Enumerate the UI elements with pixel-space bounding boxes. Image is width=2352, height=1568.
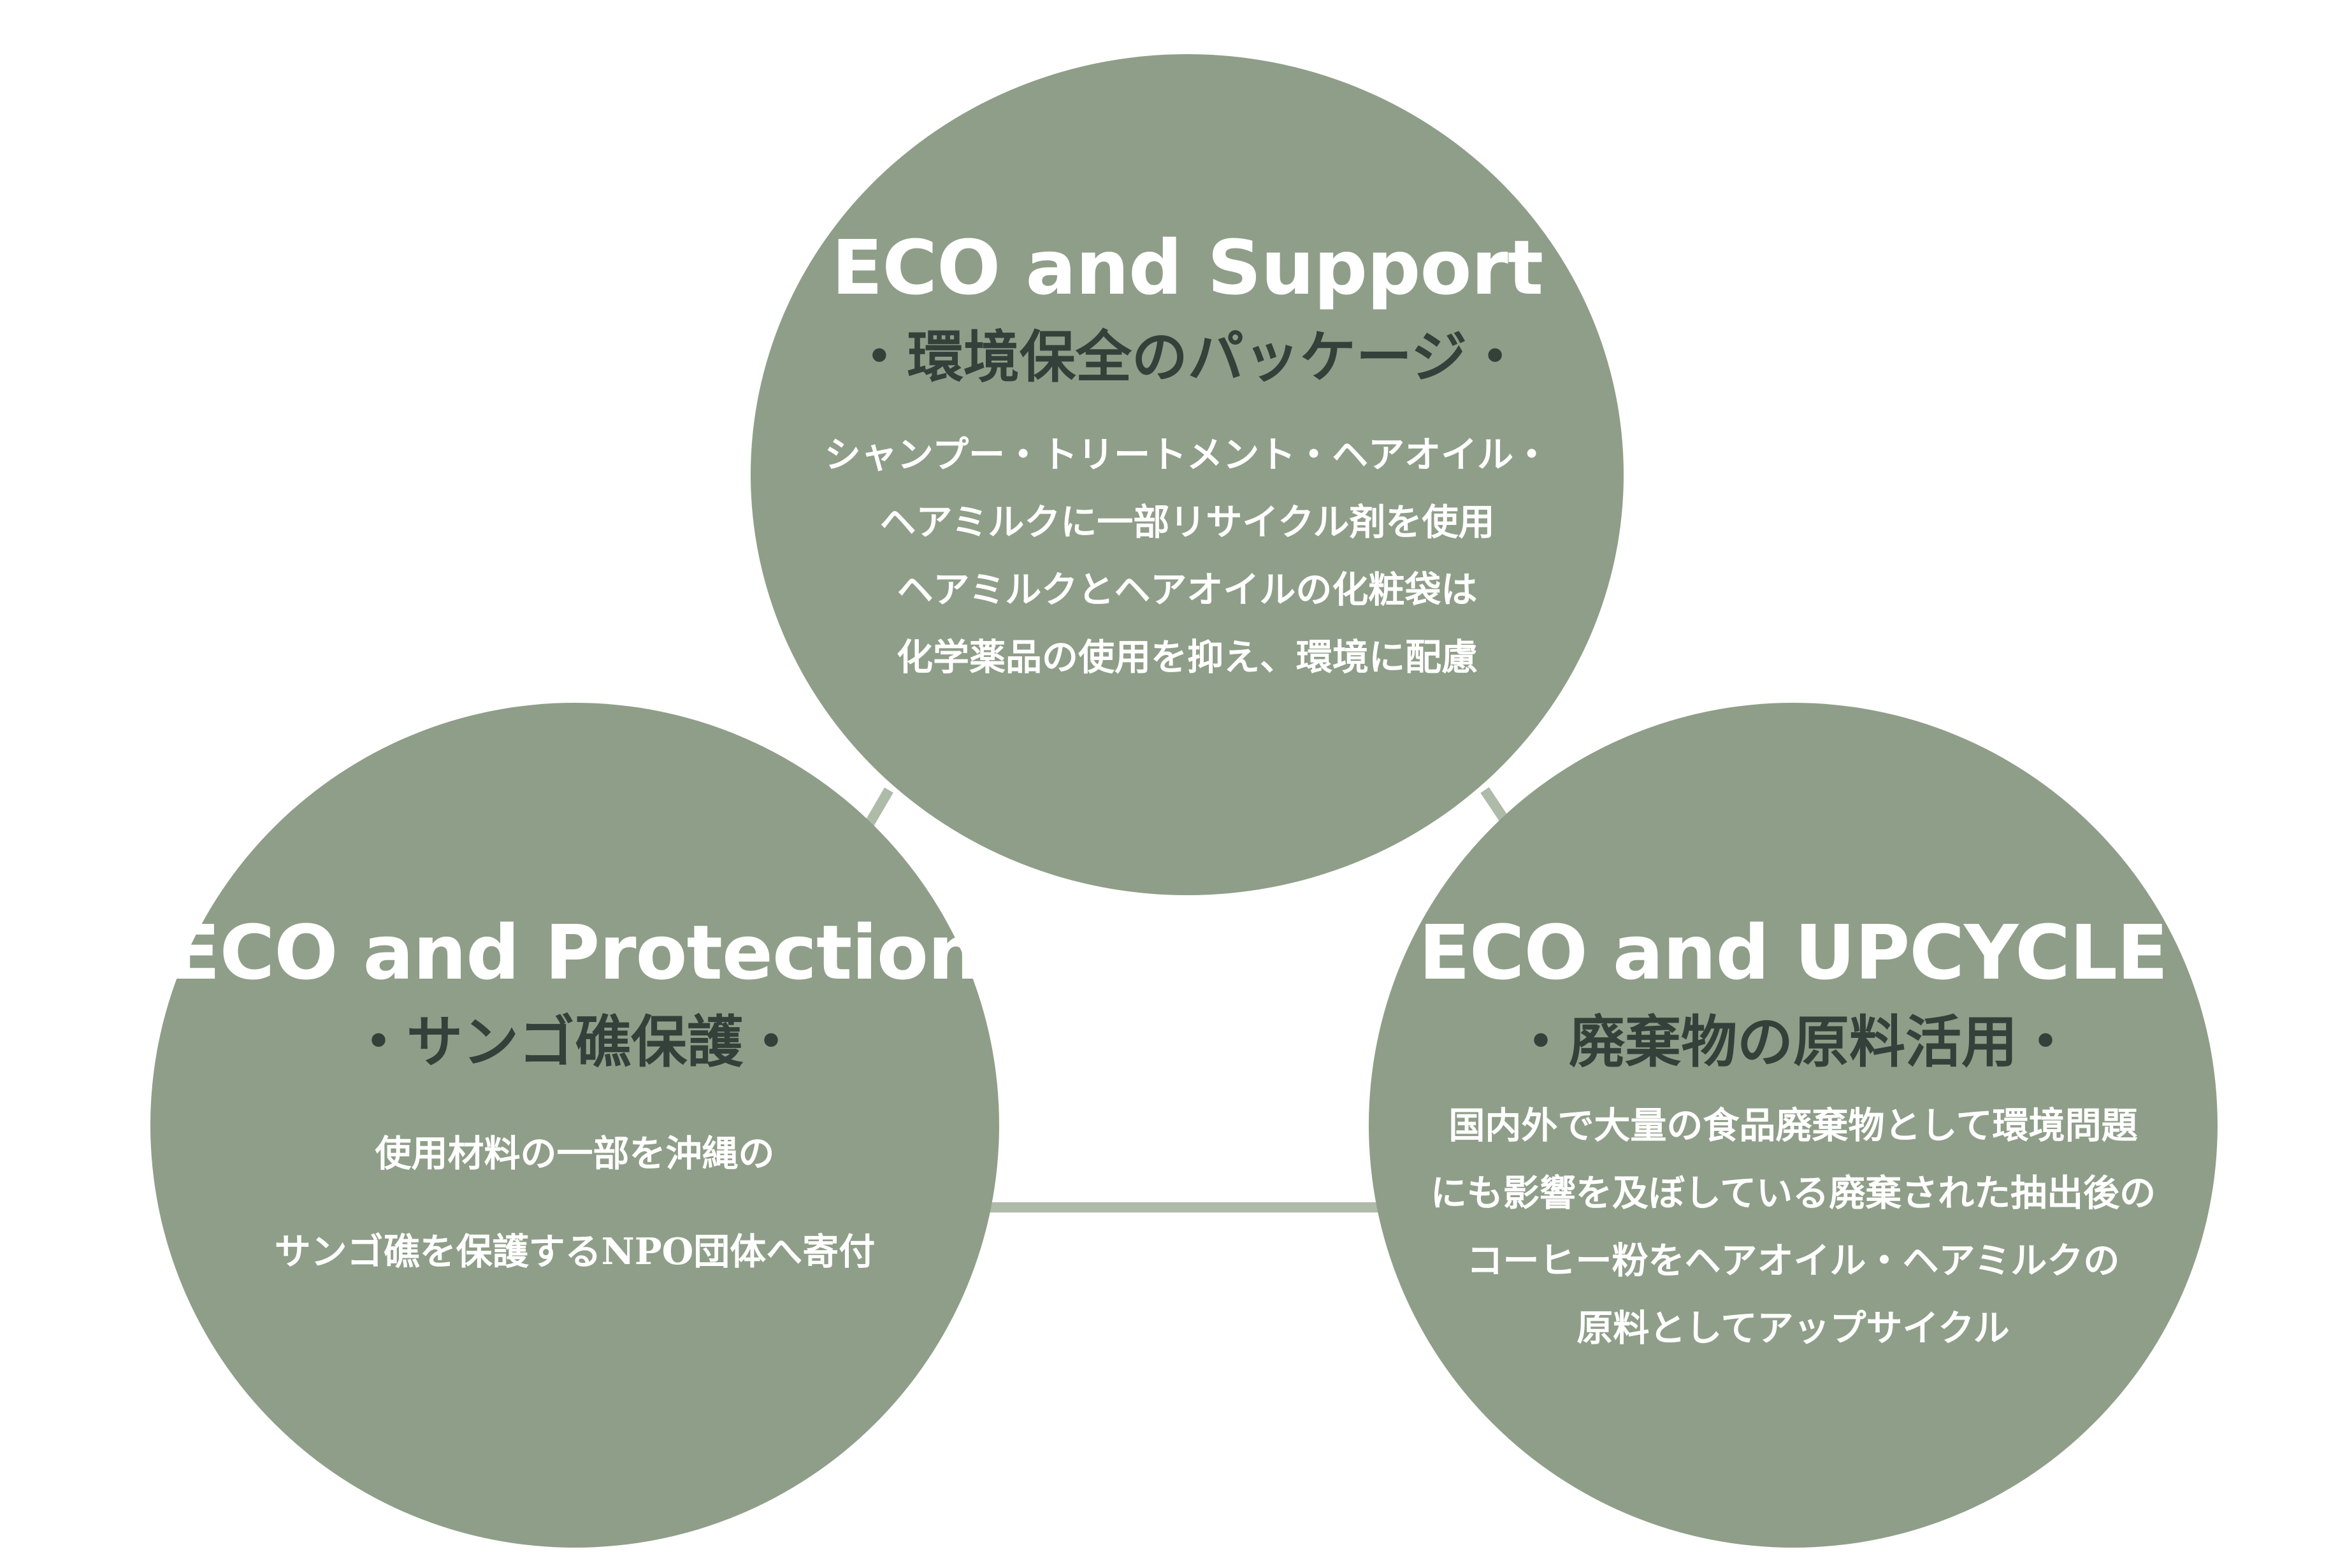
node-eco-protection: ECO and Protection ・サンゴ礁保護・ 使用材料の一部を沖縄の …	[150, 703, 999, 1548]
node-title: ECO and UPCYCLE	[1418, 909, 2168, 996]
description-line: 原料としてアップサイクル	[1576, 1307, 2010, 1349]
description-line: にも影響を及ぼしている廃棄された抽出後の	[1430, 1172, 2156, 1214]
description-line: サンゴ礁を保護するNPO団体へ寄付	[274, 1230, 876, 1273]
node-description: 国内外で大量の食品廃棄物として環境問題 にも影響を及ぼしている廃棄された抽出後の…	[1369, 1092, 2218, 1362]
node-title: ECO and Protection	[169, 909, 981, 996]
description-line: 使用材料の一部を沖縄の	[375, 1132, 775, 1175]
node-eco-support: ECO and Support ・環境保全のパッケージ・ シャンプー・トリートメ…	[751, 54, 1624, 895]
node-eco-support-content: ECO and Support ・環境保全のパッケージ・ シャンプー・トリートメ…	[751, 220, 1624, 691]
node-eco-upcycle: ECO and UPCYCLE ・廃棄物の原料活用・ 国内外で大量の食品廃棄物と…	[1369, 703, 2218, 1548]
description-line: シャンプー・トリートメント・ヘアオイル・	[824, 433, 1550, 476]
description-line: ヘアミルクとヘアオイルの化粧袋は	[897, 568, 1478, 611]
node-description: シャンプー・トリートメント・ヘアオイル・ ヘアミルクに一部リサイクル剤を使用 ヘ…	[751, 421, 1624, 691]
description-line: 国内外で大量の食品廃棄物として環境問題	[1448, 1104, 2138, 1147]
node-eco-upcycle-content: ECO and UPCYCLE ・廃棄物の原料活用・ 国内外で大量の食品廃棄物と…	[1369, 905, 2218, 1362]
node-subtitle: ・環境保全のパッケージ・	[851, 324, 1524, 390]
description-line: ヘアミルクに一部リサイクル剤を使用	[879, 501, 1495, 543]
description-line: 化学薬品の使用を抑え、環境に配慮	[897, 636, 1478, 679]
node-eco-protection-content: ECO and Protection ・サンゴ礁保護・ 使用材料の一部を沖縄の …	[150, 905, 999, 1301]
node-subtitle: ・サンゴ礁保護・	[350, 1009, 799, 1075]
description-line: コーヒー粉をヘアオイル・ヘアミルクの	[1466, 1239, 2120, 1282]
node-description: 使用材料の一部を沖縄の サンゴ礁を保護するNPO団体へ寄付	[150, 1105, 999, 1301]
node-title: ECO and Support	[831, 224, 1543, 312]
node-subtitle: ・廃棄物の原料活用・	[1512, 1009, 2074, 1075]
